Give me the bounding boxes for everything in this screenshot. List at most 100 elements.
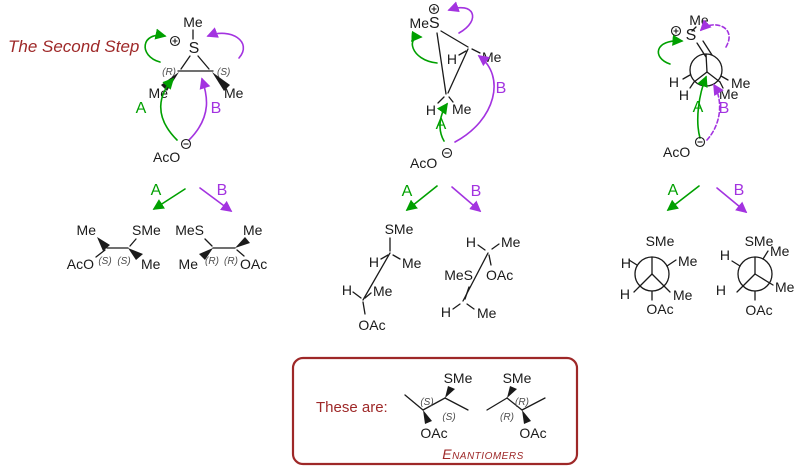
stereo-label-s: (S) (117, 256, 130, 267)
methyl-label: Me (775, 279, 795, 295)
smethyl-label: SMe (646, 233, 675, 249)
smethyl-label: SMe (132, 222, 161, 238)
minus-charge-icon (441, 147, 453, 159)
curved-arrow-inversion-b-dashed (699, 19, 730, 48)
acetate-label: OAc (519, 425, 546, 441)
bond-line (392, 254, 401, 260)
bond-line (702, 40, 713, 56)
bond-line (486, 397, 508, 411)
bond-line (689, 81, 695, 89)
bond-line (633, 285, 641, 293)
plus-charge-icon (428, 3, 440, 15)
bond-line (458, 50, 467, 56)
product-arrow-b (199, 187, 233, 213)
ring-bond (180, 55, 191, 70)
product-a-sawhorse-structure: SMe H Me H Me OAc (342, 221, 422, 333)
product-b-sawhorse-structure: H Me OAc MeS H Me (441, 234, 521, 321)
hydrogen-label: H (620, 286, 630, 302)
bond-line (639, 273, 653, 287)
product-arrow-b (451, 186, 482, 213)
methyl-label: Me (731, 75, 751, 91)
curved-arrow-inversion-a (411, 30, 438, 64)
methyls-label: MeS (175, 222, 204, 238)
wedge-bond (235, 237, 250, 248)
panel-sawhorse-ion: Me S H Me H Me A B AcO (410, 1, 507, 171)
hydrogen-label: H (669, 74, 679, 90)
attack-arrow-a (697, 75, 708, 139)
stereo-label-r: (R) (500, 412, 514, 423)
smethyl-label: SMe (503, 370, 532, 386)
bond-line (364, 292, 372, 299)
plus-sign (431, 6, 437, 12)
acetate-label: AcO (67, 256, 94, 272)
methyl-label: Me (452, 101, 472, 117)
acetate-label: OAc (240, 256, 267, 272)
curved-arrow-inversion-a (144, 28, 167, 63)
hydrogen-label: H (679, 87, 689, 103)
methyl-label: Me (673, 287, 693, 303)
path-a-label: A (151, 182, 162, 199)
bond-line (691, 26, 697, 32)
bond-line (705, 53, 708, 73)
methyl-label: Me (719, 86, 739, 102)
bond-line (95, 249, 106, 258)
path-a-label: A (436, 116, 447, 133)
enantiomer-ss-structure: SMe OAc (S) (S) (404, 370, 473, 441)
panel-episulfonium-products: A B Me AcO (S) (S) SMe Me MeS Me (R) (R) (67, 182, 267, 272)
path-b-label: B (719, 100, 730, 117)
bond-line (129, 238, 137, 247)
methyl-label: Me (373, 283, 393, 299)
methyl-label: Me (410, 15, 430, 31)
bond-line (380, 254, 389, 260)
box-border (291, 356, 579, 466)
bond-line (736, 285, 744, 293)
stereo-label-s: (S) (217, 67, 230, 78)
bond-line (471, 48, 481, 54)
wedge-bond (212, 72, 230, 91)
bond-line (628, 259, 638, 266)
enantiomers-caption: Enantiomers (442, 446, 524, 462)
bond-line (488, 254, 492, 266)
hydrogen-label: H (621, 255, 631, 271)
product-arrow-b (716, 187, 748, 214)
sulfur-label: S (189, 40, 200, 57)
enantiomers-box: These are: SMe OAc (S) (S) SMe (R) (R) O… (291, 356, 579, 466)
path-b-label: B (734, 182, 745, 199)
stereo-label-s: (S) (98, 256, 111, 267)
smethyl-label: SMe (444, 370, 473, 386)
methyl-label: Me (141, 256, 161, 272)
bond-line (651, 273, 665, 287)
path-b-label: B (217, 182, 228, 199)
sulfur-label: S (429, 15, 440, 32)
methyl-label: Me (402, 255, 422, 271)
wedge-bond (423, 410, 432, 424)
path-a-label: A (668, 182, 679, 199)
hydrogen-label: H (720, 247, 730, 263)
acetate-anion-label: AcO (410, 155, 437, 171)
stereo-label-s: (S) (442, 412, 455, 423)
product-b-rr-structure: MeS Me (R) (R) Me OAc (175, 222, 267, 272)
curved-arrow-inversion-b (206, 27, 245, 59)
hydrogen-label: H (716, 282, 726, 298)
path-b-label: B (496, 80, 507, 97)
attack-arrow-b-dashed (706, 83, 724, 141)
bond-line (477, 244, 486, 251)
stereo-label-r: (R) (205, 256, 219, 267)
bond-line (742, 273, 756, 287)
acetate-label: OAc (486, 267, 513, 283)
wedge-bond (199, 248, 213, 260)
bond-line (444, 397, 469, 411)
hydrogen-label: H (342, 282, 352, 298)
bond-line (362, 301, 366, 315)
wedge-bond (128, 248, 143, 260)
methyl-label: Me (501, 234, 521, 250)
bond-line (682, 74, 691, 80)
bond-line (352, 291, 362, 299)
product-arrow-a (666, 185, 700, 212)
bond-line (404, 394, 424, 411)
sulfur-label: S (686, 27, 697, 44)
bond-line (754, 273, 769, 283)
product-arrow-a (405, 185, 438, 212)
acetate-anion-label: AcO (663, 144, 690, 160)
